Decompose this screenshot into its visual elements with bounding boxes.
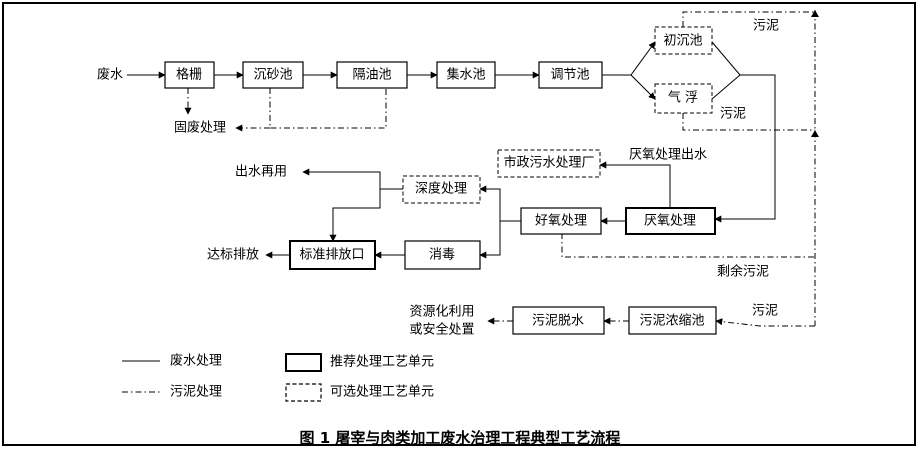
grit-chamber-box — [242, 61, 304, 89]
flow-line — [302, 168, 403, 190]
sludge-line — [561, 233, 815, 258]
legend-optional-text: 可选处理工艺单元 — [330, 385, 434, 400]
sludge-arrowheads — [811, 10, 819, 137]
legend: 废水处理 污泥处理 推荐处理工艺单元 可选处理工艺单元 — [170, 353, 434, 400]
resource-label-line2: 或安全处置 — [409, 322, 474, 338]
residual-sludge-label: 剩余污泥 — [717, 264, 769, 280]
sludge-line — [682, 11, 815, 27]
sludge-right-label: 污泥 — [752, 304, 778, 319]
aerobic-box — [520, 207, 602, 235]
legend-wastewater-text: 废水处理 — [170, 353, 222, 369]
sludge-thicken-box — [628, 306, 717, 335]
oil-separator-box — [336, 61, 408, 89]
anaerobic-effluent-label: 厌氧处理出水 — [629, 148, 707, 163]
legend-recommended-text: 推荐处理工艺单元 — [330, 355, 434, 370]
sludge-line — [269, 88, 387, 129]
collection-tank-box — [436, 61, 496, 89]
solid-waste-label: 固废处理 — [174, 120, 226, 136]
municipal-plant-label: 市政污水处理厂 — [503, 155, 594, 171]
grit-chamber-label: 沉砂池 — [253, 68, 292, 83]
advanced-box — [402, 175, 481, 204]
reuse-label: 出水再用 — [235, 165, 287, 180]
flow-line — [630, 74, 656, 100]
legend-optional-sample — [285, 383, 322, 402]
disinfection-label: 消毒 — [429, 248, 455, 263]
flow-line — [329, 189, 381, 242]
air-flotation-label: 气 浮 — [668, 90, 698, 106]
sludge-top-label: 污泥 — [753, 19, 779, 34]
advanced-label: 深度处理 — [415, 181, 467, 197]
figure-caption: 图 1 屠宰与肉类加工废水治理工程典型工艺流程 — [299, 429, 621, 447]
aerobic-label: 好氧处理 — [535, 214, 587, 229]
standard-outlet-label: 标准排放口 — [299, 248, 364, 263]
flow-line — [714, 74, 776, 223]
legend-recommended-sample — [285, 353, 322, 372]
flow-line — [479, 221, 501, 259]
sludge-line — [682, 113, 815, 131]
sludge-dewater-label: 污泥脱水 — [532, 314, 584, 329]
equalization-tank-label: 调节池 — [550, 68, 589, 83]
flow-line — [711, 74, 741, 100]
air-flotation-box — [654, 83, 713, 114]
resource-label-line1: 资源化利用 — [409, 305, 474, 320]
screen-box — [164, 61, 215, 89]
primary-settling-label: 初沉池 — [663, 34, 702, 49]
oil-separator-label: 隔油池 — [352, 68, 391, 83]
standard-outlet-box — [289, 240, 376, 270]
flow-line — [479, 185, 521, 222]
flow-line — [630, 41, 656, 76]
disinfection-box — [404, 240, 481, 270]
sludge-line — [715, 318, 815, 327]
sludge-dewater-box — [512, 306, 605, 335]
municipal-plant-box — [497, 149, 601, 178]
primary-settling-box — [654, 26, 713, 55]
anaerobic-label: 厌氧处理 — [644, 214, 696, 229]
anaerobic-box — [625, 207, 716, 235]
equalization-tank-box — [538, 61, 603, 89]
legend-sludge-text: 污泥处理 — [170, 385, 222, 400]
discharge-label: 达标排放 — [207, 248, 259, 263]
flow-line — [711, 41, 741, 76]
collection-tank-label: 集水池 — [446, 67, 485, 83]
screen-label: 格栅 — [176, 67, 202, 83]
wastewater-label: 废水 — [97, 67, 123, 83]
sludge-flotation-label: 污泥 — [720, 107, 746, 122]
sludge-thicken-label: 污泥浓缩池 — [639, 313, 704, 329]
flow-line — [599, 161, 671, 208]
